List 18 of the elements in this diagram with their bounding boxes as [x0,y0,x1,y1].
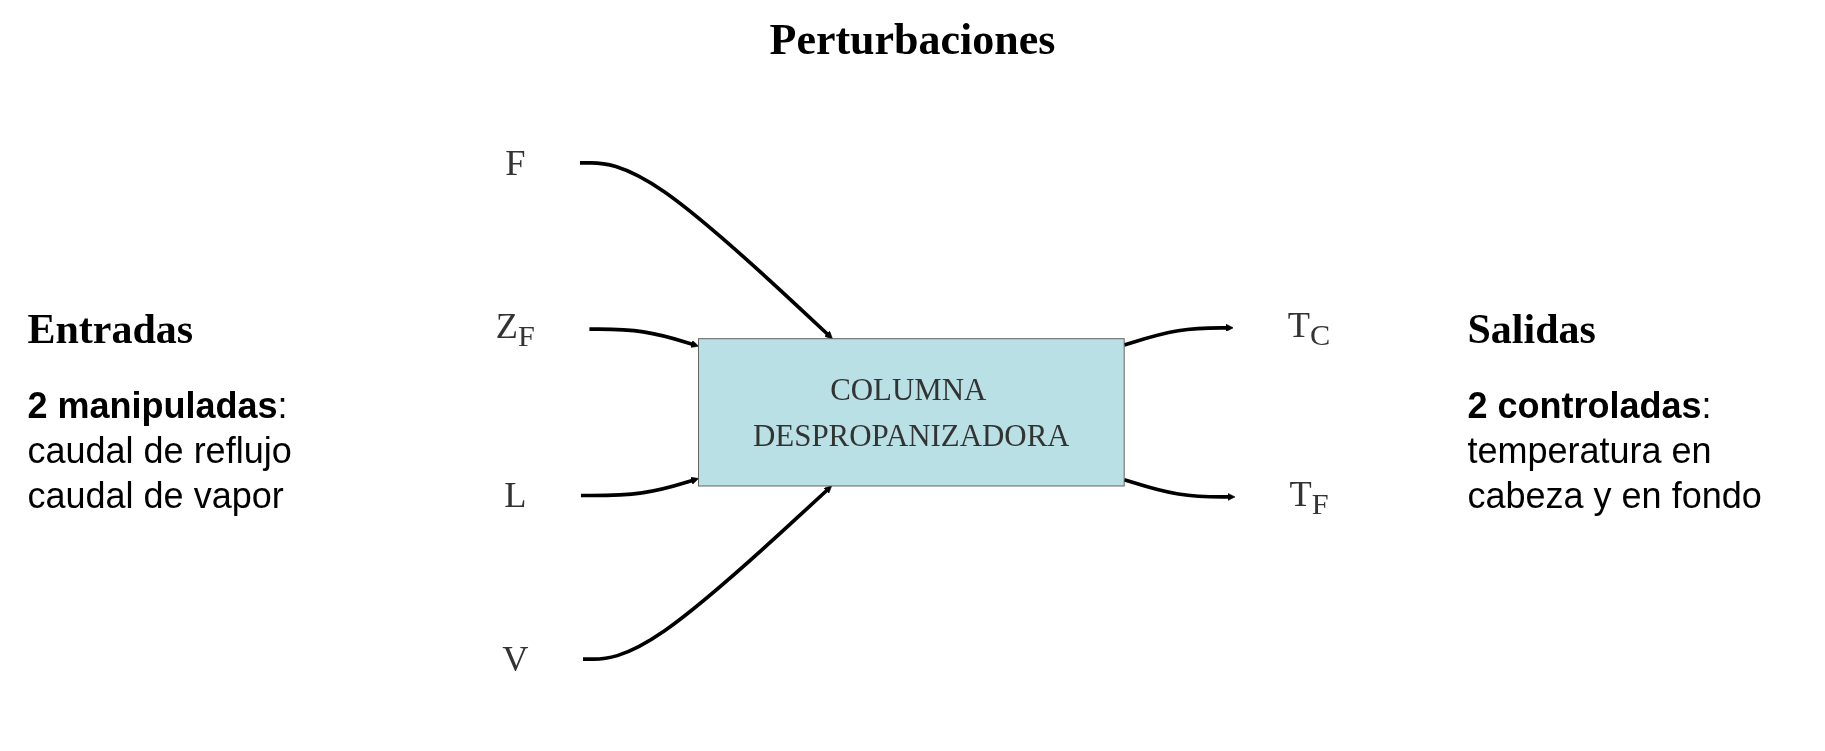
arrow [1123,323,1234,347]
node-text: V [501,638,528,680]
arrow [1123,477,1235,501]
arrow [580,476,699,498]
arrow [582,485,832,661]
node-text: T$_{F}$ [1288,473,1329,521]
title: Perturbaciones [769,14,1056,65]
node-text: Z$_{F}$ [495,305,535,353]
controlled-note: 2 controladas: temperatura en cabeza y en fondo [1467,383,1763,518]
node-text: L [503,474,526,516]
manipulated-note: 2 manipuladas: caudal de reflujo caudal de vapor [27,383,293,518]
arrow [579,161,833,340]
node-text: F [504,141,525,183]
node-text: T$_{C}$ [1287,304,1330,352]
arrow [588,327,699,348]
node-box: COLUMNA DESPROPANIZADORA [697,338,1125,487]
inputs-heading: Entradas [27,304,195,353]
outputs-heading: Salidas [1467,304,1597,353]
